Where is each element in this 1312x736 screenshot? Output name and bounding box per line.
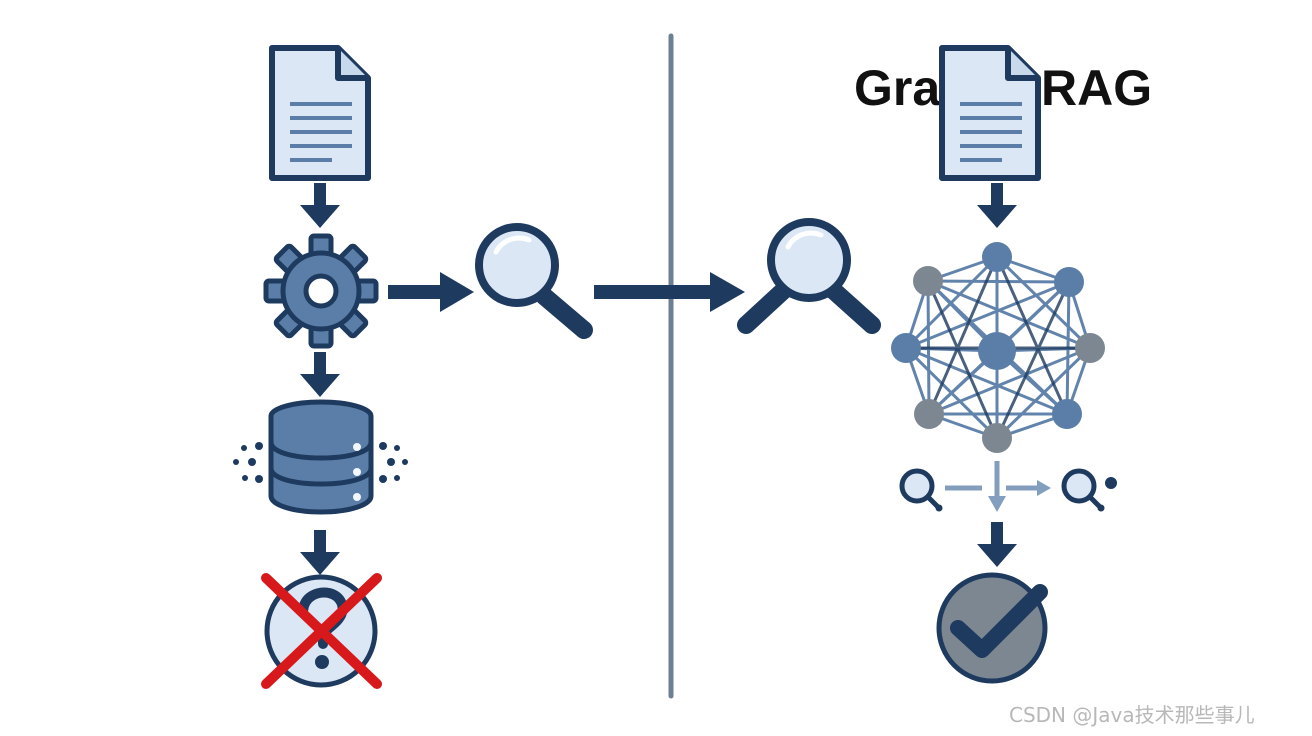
gear-icon xyxy=(263,233,379,349)
graph-node xyxy=(914,399,944,429)
database-dots-left xyxy=(233,442,263,483)
graph-node xyxy=(1054,267,1084,297)
database-dots-right xyxy=(379,442,408,483)
knowledge-graph-icon xyxy=(891,242,1105,453)
arrow-down-left-2 xyxy=(300,352,340,397)
graph-node xyxy=(982,423,1012,453)
graph-node xyxy=(1052,399,1082,429)
arrow-down-left-3 xyxy=(300,530,340,575)
database-icon xyxy=(268,399,374,515)
arrow-right-to-search xyxy=(388,272,474,312)
title-left-fragment: Gra xyxy=(854,60,941,116)
document-icon xyxy=(269,45,371,181)
graph-node xyxy=(1075,333,1105,363)
left-pipeline xyxy=(233,45,593,689)
query-flow-row xyxy=(899,461,1117,512)
arrow-down-right-1 xyxy=(977,183,1017,228)
graph-node xyxy=(913,266,943,296)
graph-node xyxy=(978,332,1016,370)
magnifier-icon xyxy=(475,223,593,339)
watermark-text: CSDN @Java技术那些事儿 xyxy=(1009,703,1255,727)
title-right-fragment: RAG xyxy=(1041,60,1152,116)
query-icon xyxy=(1061,468,1117,512)
question-cross-icon xyxy=(261,573,382,689)
document-icon xyxy=(939,45,1041,181)
graph-node xyxy=(982,242,1012,272)
graph-node xyxy=(891,333,921,363)
checkmark-icon xyxy=(936,572,1048,684)
arrow-across-divider xyxy=(594,272,745,312)
magnifier-icon xyxy=(737,218,881,334)
query-icon xyxy=(899,468,943,512)
arrow-down-right-2 xyxy=(977,522,1017,567)
arrow-down-left-1 xyxy=(300,183,340,228)
right-pipeline: Gra RAG xyxy=(737,45,1152,684)
